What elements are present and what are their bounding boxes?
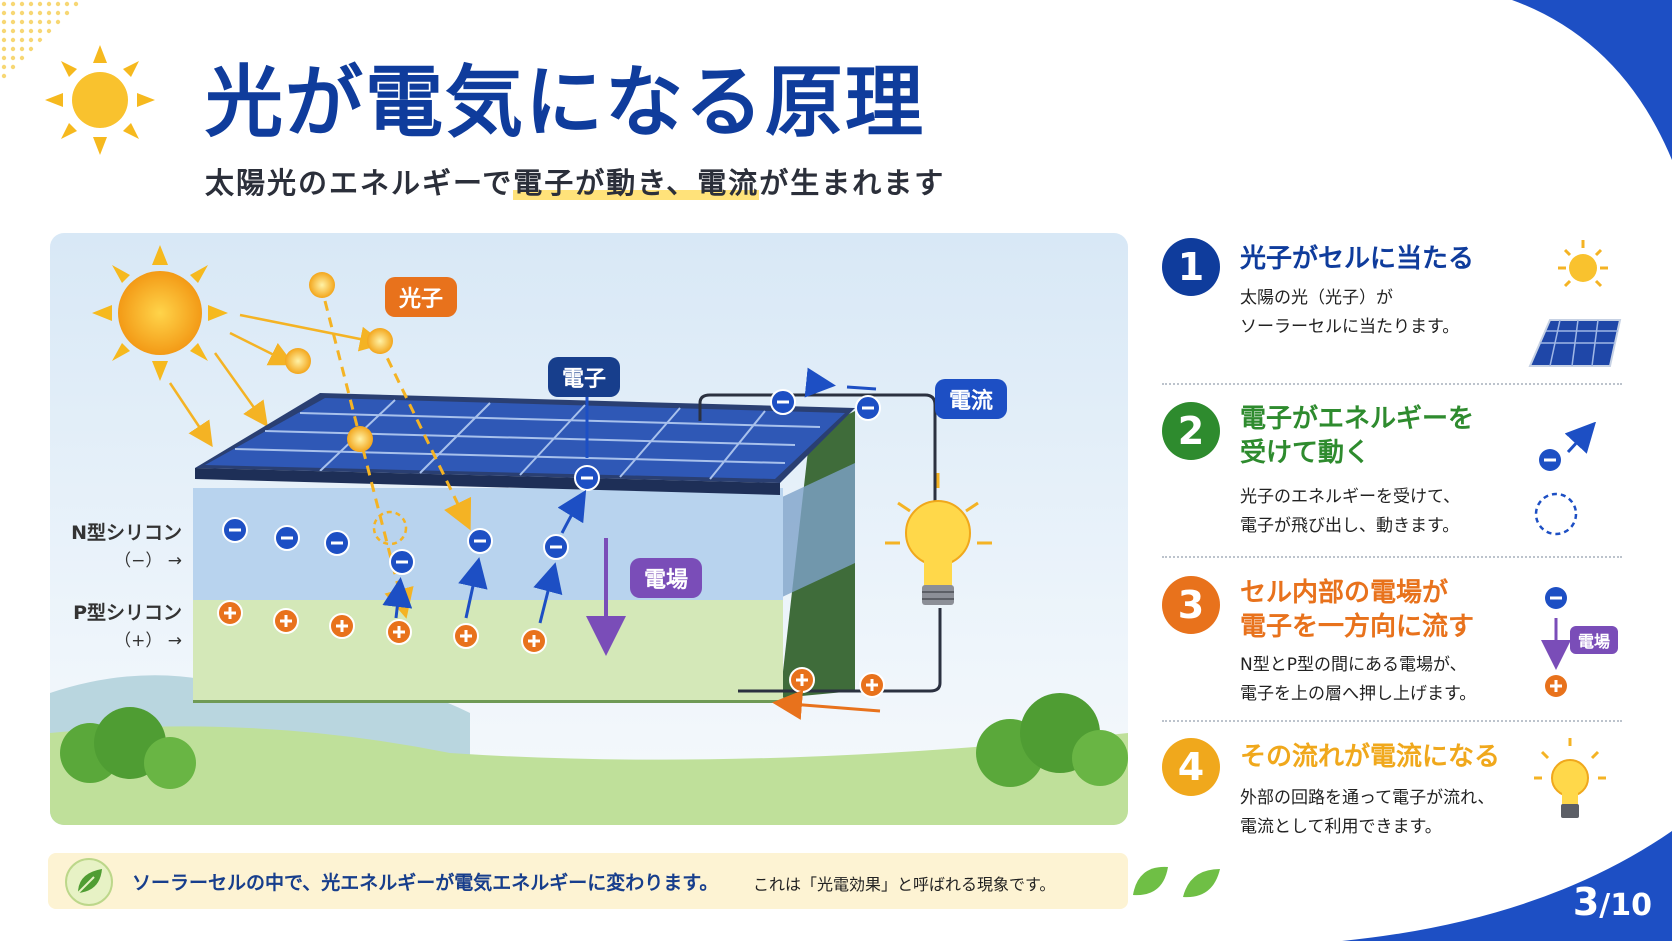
step-4-title: その流れが電流になる bbox=[1240, 740, 1500, 774]
leaf-icon bbox=[64, 857, 114, 907]
step-3-title: セル内部の電場が 電子を一方向に流す bbox=[1240, 576, 1474, 644]
n-type-sign: （−） → bbox=[62, 547, 182, 575]
subtitle-after: が生まれます bbox=[759, 166, 945, 200]
field-icon-label: 電場 bbox=[1570, 626, 1618, 654]
solar-cell-diagram: 光子 電子 電流 電場 N型シリコン （−） → P型シリコン （+） → bbox=[50, 233, 1128, 825]
footer-note-text: これは「光電効果」と呼ばれる現象です。 bbox=[753, 871, 1055, 895]
n-type-name: N型シリコン bbox=[62, 519, 182, 547]
field-label: 電場 bbox=[630, 558, 702, 598]
step-1-number: 1 bbox=[1162, 238, 1220, 296]
step-4-number: 4 bbox=[1162, 738, 1220, 796]
step-2-desc: 光子のエネルギーを受けて、 電子が飛び出し、動きます。 bbox=[1240, 483, 1460, 541]
step-3-number: 3 bbox=[1162, 576, 1220, 634]
footer-banner: ソーラーセルの中で、光エネルギーが電気エネルギーに変わります。 これは「光電効果… bbox=[48, 853, 1128, 909]
step-2-number: 2 bbox=[1162, 402, 1220, 460]
step-1-desc-line-2: ソーラーセルに当たります。 bbox=[1240, 313, 1459, 342]
step-1: 1 光子がセルに当たる 太陽の光（光子）が ソーラーセルに当たります。 bbox=[1162, 238, 1632, 378]
corner-wave-decoration bbox=[1472, 0, 1672, 160]
step-2: 2 電子がエネルギーを 受けて動く 光子のエネルギーを受けて、 電子が飛び出し、… bbox=[1162, 402, 1632, 542]
step-divider bbox=[1162, 720, 1622, 722]
step-2-desc-line-1: 光子のエネルギーを受けて、 bbox=[1240, 483, 1460, 512]
electron-jump-icon bbox=[1520, 422, 1610, 542]
step-3-title-line-1: セル内部の電場が bbox=[1240, 576, 1474, 610]
n-type-label: N型シリコン （−） → bbox=[62, 519, 182, 575]
subtitle-before: 太陽光のエネルギーで bbox=[205, 166, 513, 200]
p-type-label: P型シリコン （+） → bbox=[62, 599, 182, 655]
step-2-title-line-1: 電子がエネルギーを bbox=[1240, 402, 1474, 436]
p-type-name: P型シリコン bbox=[62, 599, 182, 627]
step-3-desc-line-1: N型とP型の間にある電場が、 bbox=[1240, 651, 1476, 680]
step-4-desc-line-1: 外部の回路を通って電子が流れ、 bbox=[1240, 784, 1494, 813]
step-2-desc-line-2: 電子が飛び出し、動きます。 bbox=[1240, 512, 1460, 541]
footer-main-text: ソーラーセルの中で、光エネルギーが電気エネルギーに変わります。 bbox=[132, 868, 718, 895]
step-1-title-line: 光子がセルに当たる bbox=[1240, 242, 1474, 276]
step-4-desc-line-2: 電流として利用できます。 bbox=[1240, 813, 1494, 842]
p-type-sign: （+） → bbox=[62, 627, 182, 655]
electron-label: 電子 bbox=[548, 357, 620, 397]
step-divider bbox=[1162, 556, 1622, 558]
solar-panel-sun-icon bbox=[1520, 238, 1630, 368]
step-4-title-line: その流れが電流になる bbox=[1240, 740, 1500, 774]
page-current: 3 bbox=[1573, 880, 1599, 924]
photon-label: 光子 bbox=[385, 277, 457, 317]
step-3-desc-line-2: 電子を上の層へ押し上げます。 bbox=[1240, 680, 1476, 709]
sun-icon bbox=[92, 245, 228, 381]
step-1-desc-line-1: 太陽の光（光子）が bbox=[1240, 284, 1459, 313]
sun-icon bbox=[45, 45, 155, 155]
step-1-title: 光子がセルに当たる bbox=[1240, 242, 1474, 276]
step-3: 3 セル内部の電場が 電子を一方向に流す N型とP型の間にある電場が、 電子を上… bbox=[1162, 576, 1632, 716]
page-title: 光が電気になる原理 bbox=[205, 40, 925, 152]
diagram-illustration bbox=[50, 233, 1128, 825]
step-1-desc: 太陽の光（光子）が ソーラーセルに当たります。 bbox=[1240, 284, 1459, 342]
step-3-title-line-2: 電子を一方向に流す bbox=[1240, 610, 1474, 644]
page-subtitle: 太陽光のエネルギーで電子が動き、電流が生まれます bbox=[205, 160, 945, 202]
leaves-decoration bbox=[1128, 855, 1228, 910]
light-bulb-icon bbox=[1534, 738, 1614, 828]
step-divider bbox=[1162, 383, 1622, 385]
light-bulb-icon bbox=[885, 473, 992, 605]
step-4-desc: 外部の回路を通って電子が流れ、 電流として利用できます。 bbox=[1240, 784, 1494, 842]
step-2-title-line-2: 受けて動く bbox=[1240, 436, 1474, 470]
step-4: 4 その流れが電流になる 外部の回路を通って電子が流れ、 電流として利用できます… bbox=[1162, 738, 1632, 868]
subtitle-highlight: 電子が動き、電流 bbox=[513, 166, 759, 200]
step-3-desc: N型とP型の間にある電場が、 電子を上の層へ押し上げます。 bbox=[1240, 651, 1476, 709]
page-total: /10 bbox=[1599, 888, 1652, 923]
page-indicator: 3/10 bbox=[1573, 880, 1652, 924]
step-2-title: 電子がエネルギーを 受けて動く bbox=[1240, 402, 1474, 470]
current-label: 電流 bbox=[935, 379, 1007, 419]
